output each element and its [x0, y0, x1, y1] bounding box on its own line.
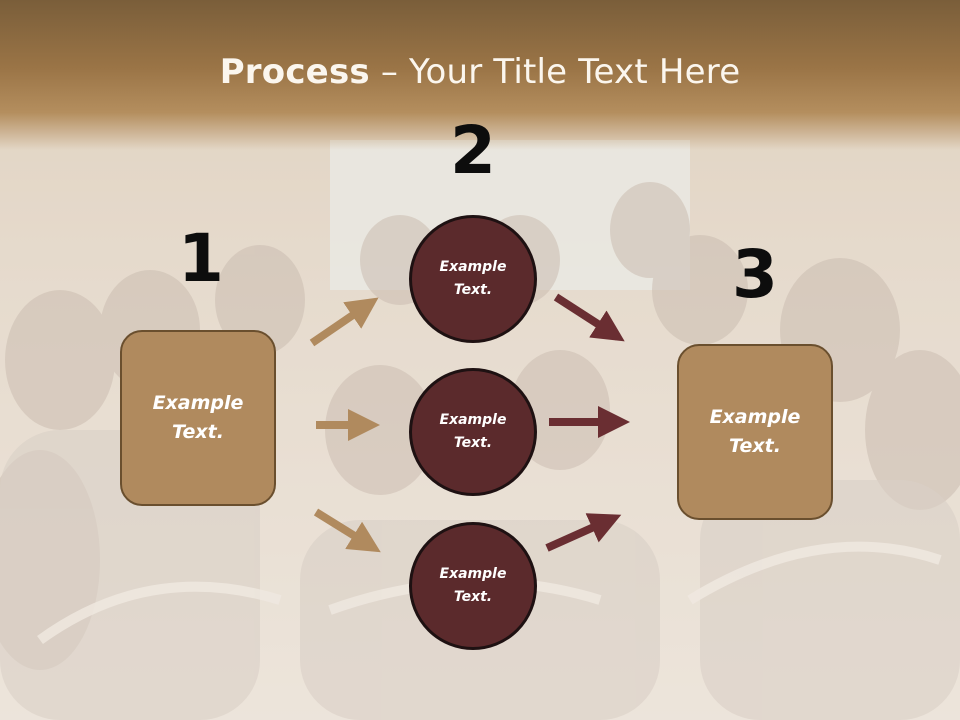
step-number-2: 2 — [450, 112, 496, 189]
step-3-text: Example Text. — [709, 406, 801, 457]
arrow-2a-to-3 — [553, 293, 625, 342]
step-1-text: Example Text. — [152, 392, 244, 443]
step-2-circle-bottom: Example Text. — [409, 522, 537, 650]
arrow-1-to-2c — [313, 508, 381, 553]
step-2-circle-middle-text: Example Text. — [439, 412, 507, 451]
step-2-circle-middle: Example Text. — [409, 368, 537, 496]
step-number-1: 1 — [178, 220, 224, 297]
title-rest: – Your Title Text Here — [369, 52, 741, 92]
step-3-box: Example Text. — [677, 344, 833, 520]
slide-title: Process – Your Title Text Here — [0, 52, 960, 92]
step-1-box: Example Text. — [120, 330, 276, 506]
arrow-1-to-2a — [309, 297, 379, 347]
arrow-2c-to-3 — [545, 513, 622, 552]
step-2-circle-top: Example Text. — [409, 215, 537, 343]
title-bold: Process — [219, 52, 370, 92]
title-band — [0, 0, 960, 150]
step-2-circle-top-text: Example Text. — [439, 259, 507, 298]
step-number-3: 3 — [732, 236, 778, 313]
step-2-circle-bottom-text: Example Text. — [439, 566, 507, 605]
